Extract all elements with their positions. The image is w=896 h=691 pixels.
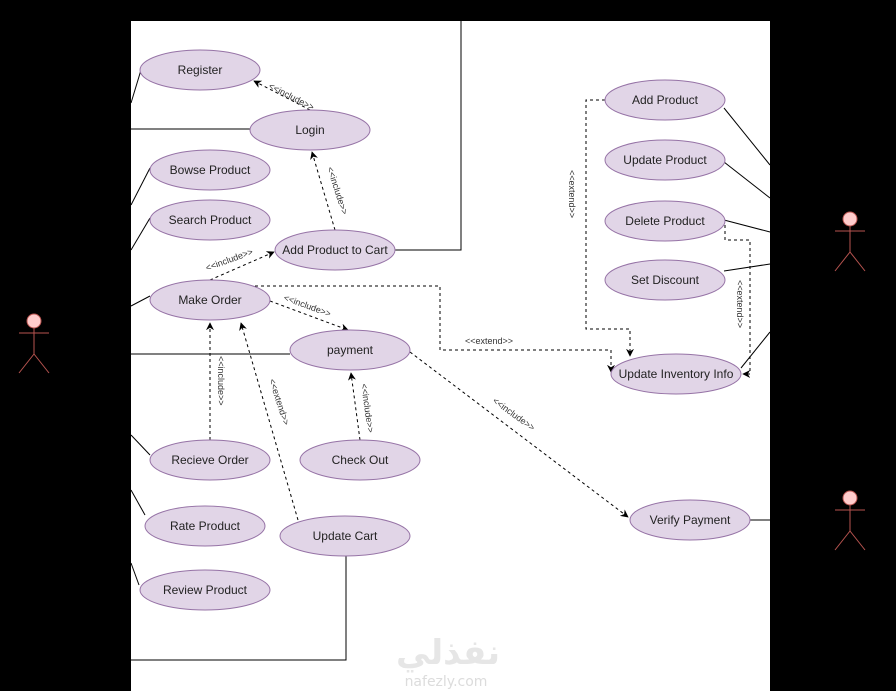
dependencies [206, 80, 751, 521]
use-case-label: Login [295, 123, 324, 137]
assoc-browse [130, 167, 151, 206]
assoc-search [130, 217, 151, 251]
label-extend-delete-inventory: <<extend>> [735, 280, 745, 328]
assoc-make-order [130, 295, 151, 307]
actor-left-leg [834, 530, 851, 551]
dep-order-payment [269, 300, 349, 332]
dep-updatecart-order [239, 322, 299, 521]
use-case-label: Bowse Product [170, 163, 251, 177]
actor-head-icon [842, 211, 858, 227]
use-case-label: Update Inventory Info [619, 367, 734, 381]
use-case-payment[interactable]: payment [289, 329, 411, 371]
assoc-add-to-cart [395, 21, 462, 251]
use-case-label: Search Product [169, 213, 252, 227]
label-include-receive-order: <<include>> [216, 356, 226, 406]
use-case-rate-product[interactable]: Rate Product [144, 505, 266, 547]
assoc-rate [130, 489, 146, 516]
assoc-update-inventory [740, 331, 771, 369]
dep-delete-inventory [724, 225, 751, 378]
actor-admin[interactable] [834, 211, 866, 272]
use-case-label: Set Discount [631, 273, 700, 287]
label-extend-order-inventory: <<extend>> [465, 336, 513, 346]
use-case-add-product[interactable]: Add Product [604, 79, 726, 121]
use-case-make-order[interactable]: Make Order [149, 279, 271, 321]
actor-right-leg [33, 353, 50, 374]
use-case-add-to-cart[interactable]: Add Product to Cart [274, 229, 396, 271]
use-case-register[interactable]: Register [139, 49, 261, 91]
use-case-login[interactable]: Login [249, 109, 371, 151]
use-case-check-out[interactable]: Check Out [299, 439, 421, 481]
assoc-set-discount [723, 263, 771, 272]
dep-checkout-payment [347, 372, 361, 441]
use-case-label: Update Cart [313, 529, 378, 543]
use-case-label: Make Order [178, 293, 241, 307]
dep-addproduct-inventory [585, 99, 634, 357]
use-case-label: Add Product [632, 93, 699, 107]
use-case-delete-product[interactable]: Delete Product [604, 200, 726, 242]
use-case-update-cart[interactable]: Update Cart [279, 515, 411, 557]
use-case-label: Verify Payment [650, 513, 731, 527]
actor-customer[interactable] [18, 313, 50, 374]
use-cases: Register Login Bowse Product Search Prod… [139, 49, 751, 611]
assoc-update-cart [131, 556, 347, 661]
use-case-label: Update Product [623, 153, 707, 167]
use-case-label: payment [327, 343, 374, 357]
associations [130, 21, 771, 661]
actor-right-leg [849, 251, 866, 272]
assoc-receive [130, 434, 151, 456]
dep-login-register [253, 80, 311, 111]
assoc-register [130, 69, 142, 104]
actor-left-leg [18, 353, 35, 374]
use-case-label: Delete Product [625, 214, 705, 228]
assoc-delete-product [723, 219, 771, 233]
dep-cart-login [310, 151, 336, 231]
use-case-update-inventory[interactable]: Update Inventory Info [610, 353, 742, 395]
use-case-review-product[interactable]: Review Product [139, 569, 271, 611]
assoc-add-product [723, 107, 771, 166]
use-case-label: Register [178, 63, 223, 77]
watermark-arabic: نفذلي [396, 633, 500, 673]
use-case-label: Rate Product [170, 519, 241, 533]
actor-head-icon [26, 313, 42, 329]
use-case-receive-order[interactable]: Recieve Order [149, 439, 271, 481]
actor-right-leg [849, 530, 866, 551]
use-case-verify-payment[interactable]: Verify Payment [629, 499, 751, 541]
actor-head-icon [842, 490, 858, 506]
use-case-label: Review Product [163, 583, 248, 597]
assoc-update-product [723, 161, 771, 199]
use-case-label: Check Out [332, 453, 389, 467]
use-case-search-product[interactable]: Search Product [149, 199, 271, 241]
label-extend-addproduct-inventory: <<extend>> [567, 170, 577, 218]
actor-payment-system[interactable] [834, 490, 866, 551]
use-case-set-discount[interactable]: Set Discount [604, 259, 726, 301]
watermark-latin: nafezly.com [405, 674, 488, 690]
actor-left-leg [834, 251, 851, 272]
use-case-label: Add Product to Cart [282, 243, 388, 257]
use-case-browse-product[interactable]: Bowse Product [149, 149, 271, 191]
use-case-label: Recieve Order [171, 453, 248, 467]
assoc-review [130, 562, 140, 586]
use-case-update-product[interactable]: Update Product [604, 139, 726, 181]
dep-order-inventory [255, 285, 615, 373]
watermark: نفذلي nafezly.com [396, 633, 500, 690]
